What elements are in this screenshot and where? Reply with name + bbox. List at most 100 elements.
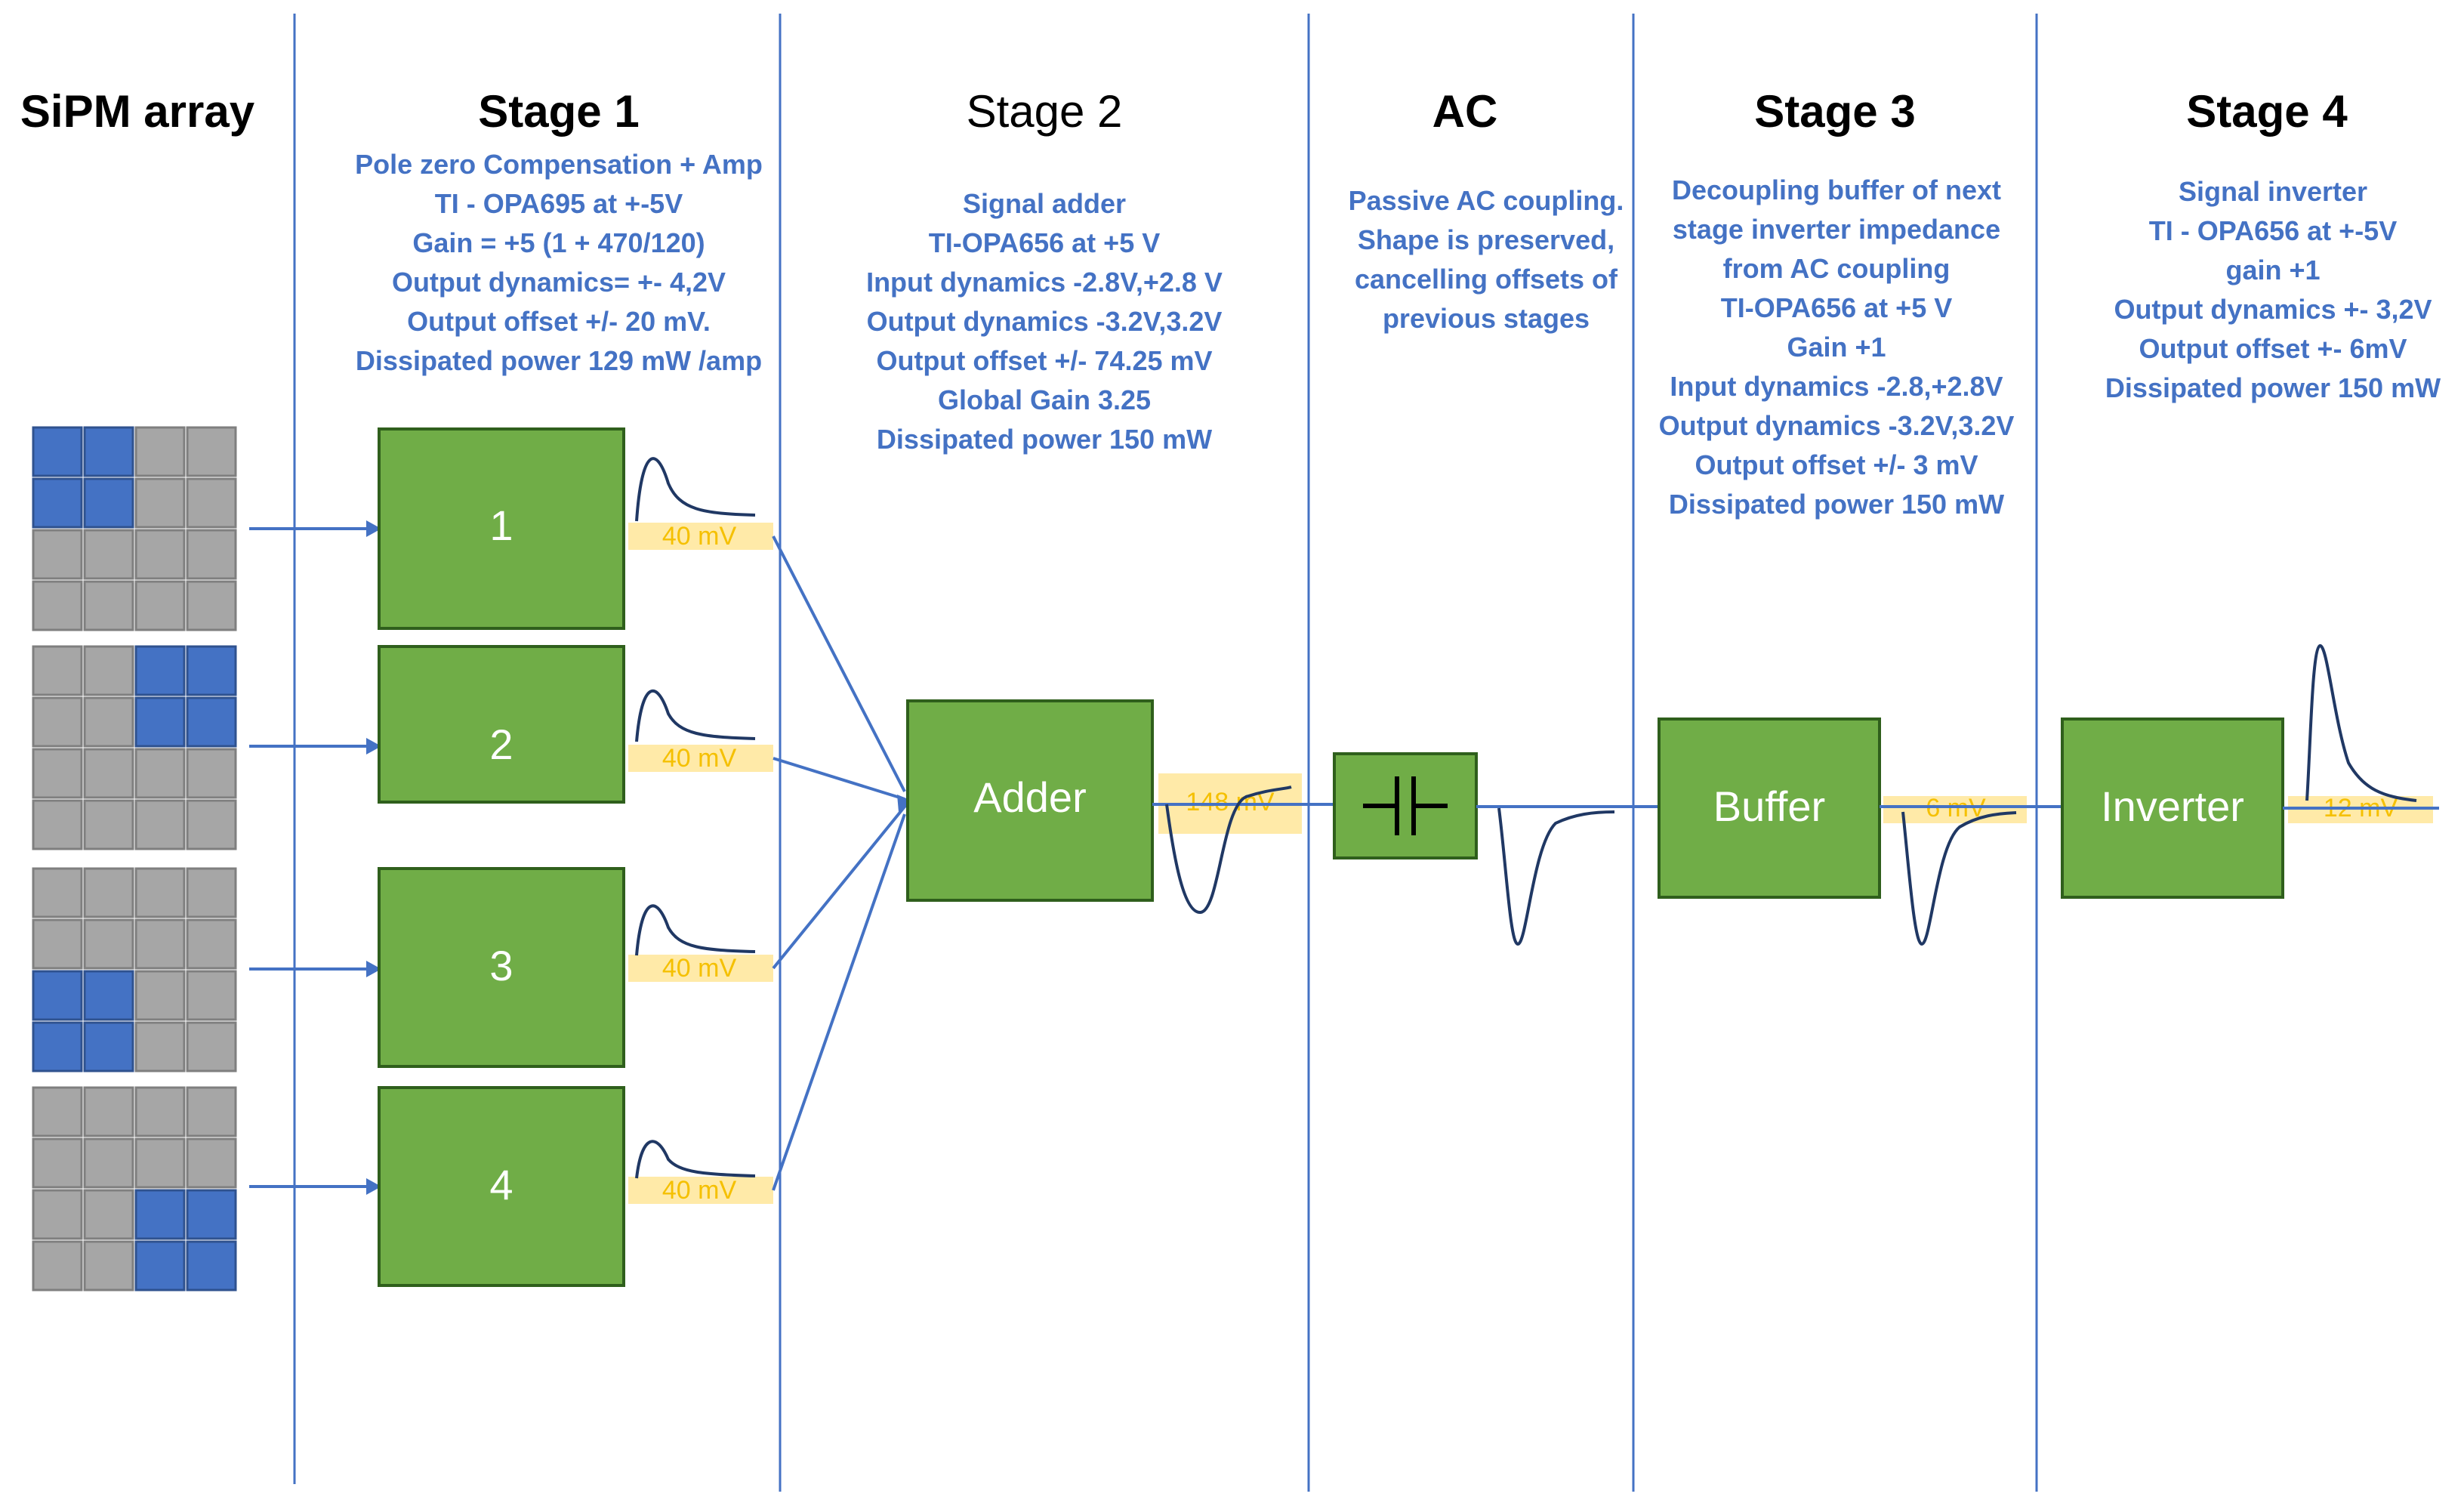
sipm-cell-active <box>186 1189 237 1240</box>
sipm-cell <box>134 970 186 1021</box>
sipm-cell <box>186 426 237 477</box>
desc-line: Dissipated power 150 mW <box>877 424 1212 455</box>
sipm-cell <box>134 529 186 580</box>
sipm-cell <box>134 918 186 970</box>
sipm-cell <box>134 580 186 631</box>
sipm-cell <box>134 1086 186 1137</box>
sipm-arrays <box>32 426 237 1292</box>
sipm-cell <box>32 580 83 631</box>
inverter-output: 12 mV <box>2283 643 2439 823</box>
desc-line: from AC coupling <box>1723 253 1951 284</box>
sipm-cell <box>83 918 134 970</box>
sipm-cell <box>186 1021 237 1072</box>
desc-line: Gain = +5 (1 + 470/120) <box>412 227 705 258</box>
sipm-cell-active <box>83 426 134 477</box>
sipm-cell-active <box>32 426 83 477</box>
desc-line: Input dynamics -2.8,+2.8V <box>1670 371 2003 402</box>
inverter-block: Inverter <box>2061 718 2284 899</box>
sipm-array-2 <box>32 645 237 850</box>
sipm-array-1 <box>32 426 237 631</box>
sipm-cell <box>32 867 83 918</box>
sipm-cell-active <box>83 970 134 1021</box>
level-label: 40 mV <box>662 954 737 983</box>
sipm-cell <box>32 1240 83 1292</box>
desc-line: Shape is preserved, <box>1358 224 1614 255</box>
sipm-cell <box>186 1137 237 1189</box>
sipm-cell <box>83 1137 134 1189</box>
sipm-cell-active <box>134 1240 186 1292</box>
desc-line: Output dynamics -3.2V,3.2V <box>1659 410 2015 441</box>
sipm-cell <box>134 426 186 477</box>
title-sipm-array: SiPM array <box>20 86 255 137</box>
desc-line: previous stages <box>1383 303 1590 334</box>
sipm-to-stage1-arrows <box>249 520 381 1195</box>
title-ac: AC <box>1432 86 1498 137</box>
sipm-cell <box>32 748 83 799</box>
desc-line: gain +1 <box>2225 255 2320 285</box>
desc-line: stage inverter impedance <box>1673 214 2000 245</box>
stage1-box-label: 2 <box>489 721 513 768</box>
sipm-array-4 <box>32 1086 237 1292</box>
desc-line: TI-OPA656 at +5 V <box>1721 292 1952 323</box>
desc-line: Output offset +/- 20 mV. <box>407 306 711 337</box>
title-stage-2: Stage 2 <box>967 86 1123 137</box>
buffer-label: Buffer <box>1713 782 1825 830</box>
sipm-cell <box>134 799 186 850</box>
sipm-cell-active <box>83 1021 134 1072</box>
ac-coupling-block <box>1333 752 1478 859</box>
stage1-box-4: 4 <box>378 1086 625 1287</box>
stage-4-description: Signal inverter TI - OPA656 at +-5V gain… <box>2105 176 2441 403</box>
desc-line: Passive AC coupling. <box>1349 185 1624 216</box>
sipm-cell-active <box>134 645 186 696</box>
stage-1-boxes: 1 2 3 4 <box>378 427 625 1287</box>
level-label: 40 mV <box>662 522 737 551</box>
sipm-cell-active <box>186 1240 237 1292</box>
stage1-box-label: 3 <box>489 942 513 989</box>
sipm-cell <box>186 1086 237 1137</box>
inverter-label: Inverter <box>2101 782 2244 830</box>
sipm-cell <box>32 918 83 970</box>
desc-line: TI - OPA656 at +-5V <box>2149 215 2397 246</box>
level-label: 40 mV <box>662 744 737 773</box>
sipm-cell <box>32 1137 83 1189</box>
title-stage-1: Stage 1 <box>478 86 639 137</box>
sipm-cell <box>134 477 186 529</box>
sipm-cell <box>186 799 237 850</box>
desc-line: Global Gain 3.25 <box>938 384 1151 415</box>
stage-1-description: Pole zero Compensation + Amp TI - OPA695… <box>355 149 763 376</box>
sipm-cell <box>134 1137 186 1189</box>
sipm-cell <box>134 748 186 799</box>
ac-description: Passive AC coupling. Shape is preserved,… <box>1349 185 1624 334</box>
desc-line: Decoupling buffer of next <box>1672 174 2001 205</box>
adder-block: Adder <box>906 699 1154 902</box>
sipm-cell <box>134 1021 186 1072</box>
title-stage-3: Stage 3 <box>1754 86 1915 137</box>
desc-line: Output dynamics +- 3,2V <box>2114 294 2432 325</box>
sipm-cell <box>186 970 237 1021</box>
buffer-output: 6 mV <box>1880 794 2062 946</box>
sipm-cell <box>83 645 134 696</box>
sipm-cell <box>134 867 186 918</box>
sipm-cell <box>32 696 83 748</box>
stage-2-description: Signal adder TI-OPA656 at +5 V Input dyn… <box>866 188 1223 455</box>
desc-line: TI - OPA695 at +-5V <box>435 188 683 219</box>
sipm-cell <box>83 529 134 580</box>
buffer-block: Buffer <box>1658 718 1881 899</box>
sipm-cell-active <box>32 1021 83 1072</box>
sipm-cell <box>83 867 134 918</box>
desc-line: Output dynamics= +- 4,2V <box>392 267 726 298</box>
sipm-cell <box>32 1189 83 1240</box>
sipm-cell <box>83 748 134 799</box>
stage1-box-3: 3 <box>378 867 625 1068</box>
sipm-cell <box>83 580 134 631</box>
sipm-cell <box>83 696 134 748</box>
sipm-cell-active <box>186 645 237 696</box>
desc-line: cancelling offsets of <box>1355 264 1618 295</box>
adder-label: Adder <box>973 773 1086 821</box>
desc-line: Output offset +/- 74.25 mV <box>876 345 1212 376</box>
capacitor-icon <box>1363 776 1448 835</box>
desc-line: Signal adder <box>963 188 1126 219</box>
sipm-cell <box>32 529 83 580</box>
stage1-box-2: 2 <box>378 645 625 804</box>
desc-line: Output offset +- 6mV <box>2139 333 2407 364</box>
